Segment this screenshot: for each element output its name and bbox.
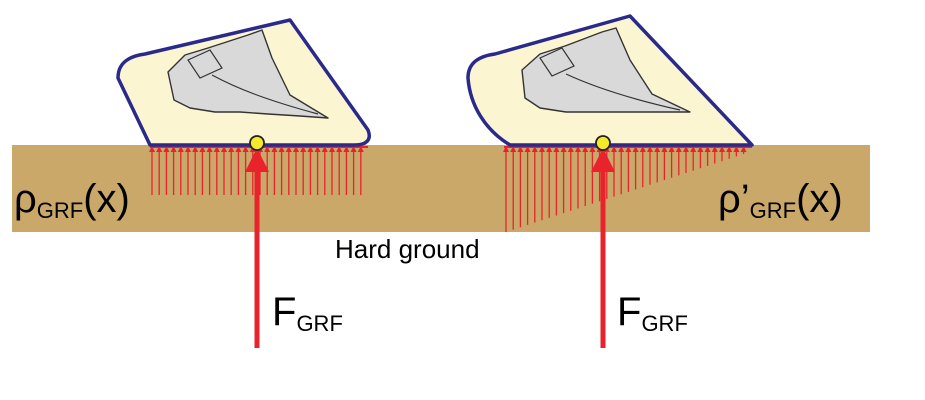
left-pressure-arrowhead xyxy=(156,146,163,152)
left-pressure-arrowhead xyxy=(293,146,299,152)
right-pressure-arrowhead xyxy=(510,146,517,152)
left-foot xyxy=(116,18,371,147)
ground-label: Hard ground xyxy=(335,234,480,264)
left-pressure-arrowhead xyxy=(213,146,220,152)
right-pressure-arrowhead xyxy=(668,146,675,152)
right-pressure-arrowhead xyxy=(625,146,632,152)
right-pressure-arrowhead xyxy=(697,146,704,152)
left-pressure-arrowhead xyxy=(271,146,278,152)
right-pressure-arrowhead xyxy=(740,146,747,152)
left-pressure-arrowhead xyxy=(278,146,285,152)
left-pressure-arrowhead xyxy=(221,146,227,152)
left-pressure-arrowhead xyxy=(177,146,184,152)
left-force-label: FGRF xyxy=(272,290,343,336)
left-pressure-arrowhead xyxy=(228,146,235,152)
left-pressure-arrowhead xyxy=(170,146,177,152)
left-pressure-arrowhead xyxy=(242,146,249,152)
right-pressure-arrowhead xyxy=(611,146,617,152)
left-pressure-arrowhead xyxy=(163,146,170,152)
right-pressure-arrowhead xyxy=(675,146,682,152)
right-pressure-arrowhead xyxy=(719,146,725,152)
right-contact-yellow-dot-icon xyxy=(595,135,611,151)
right-pressure-arrowhead xyxy=(661,146,668,152)
left-pressure-arrowhead xyxy=(264,146,271,152)
right-pressure-arrowhead xyxy=(567,146,574,152)
ground-band xyxy=(12,145,870,232)
left-pressure-arrowhead xyxy=(307,146,314,152)
right-pressure-arrowhead xyxy=(517,146,524,152)
right-bone-icon xyxy=(521,27,691,113)
right-pressure-arrowhead xyxy=(647,146,653,152)
left-pressure-distribution xyxy=(149,146,368,195)
left-pressure-arrowhead xyxy=(300,146,307,152)
left-pressure-arrowhead xyxy=(206,146,213,152)
right-pressure-distribution xyxy=(503,146,752,232)
right-pressure-arrowhead xyxy=(618,146,625,152)
left-density-label: ρGRF(x) xyxy=(14,177,130,223)
right-pressure-arrowhead xyxy=(575,146,581,152)
left-pressure-arrowhead xyxy=(285,146,292,152)
right-pressure-arrowhead xyxy=(503,146,509,152)
right-pressure-arrowhead xyxy=(539,146,545,152)
right-force-label: FGRF xyxy=(617,290,688,336)
right-pressure-arrowhead xyxy=(654,146,661,152)
left-pressure-arrowhead xyxy=(192,146,199,152)
right-pressure-arrowhead xyxy=(639,146,646,152)
right-pressure-arrowhead xyxy=(690,146,697,152)
left-pressure-arrowhead xyxy=(357,146,364,152)
right-pressure-arrowhead xyxy=(524,146,531,152)
right-pressure-arrowhead xyxy=(560,146,567,152)
right-force-arrow xyxy=(591,148,615,348)
right-pressure-arrowhead xyxy=(553,146,560,152)
left-pressure-arrowhead xyxy=(235,146,242,152)
right-pressure-arrowhead xyxy=(589,146,596,152)
right-foot xyxy=(466,14,754,147)
left-force-arrow xyxy=(245,148,269,348)
left-pressure-arrowhead xyxy=(329,146,335,152)
left-pressure-arrowhead xyxy=(149,146,155,152)
left-pressure-arrowhead xyxy=(185,146,191,152)
right-pressure-arrowhead xyxy=(531,146,538,152)
left-pressure-arrowhead xyxy=(321,146,328,152)
left-pressure-arrowhead xyxy=(314,146,321,152)
right-pressure-arrowhead xyxy=(582,146,589,152)
right-pressure-arrowhead xyxy=(711,146,718,152)
right-density-label: ρ’GRF(x) xyxy=(718,177,843,223)
left-pressure-arrowhead xyxy=(350,146,357,152)
right-pressure-arrowhead xyxy=(632,146,639,152)
right-pressure-arrowhead xyxy=(683,146,689,152)
left-pressure-arrowhead xyxy=(336,146,343,152)
right-pressure-arrowhead xyxy=(733,146,740,152)
left-contact-yellow-dot-icon xyxy=(249,135,265,151)
left-pressure-arrowhead xyxy=(343,146,350,152)
right-pressure-arrowhead xyxy=(726,146,733,152)
right-pressure-arrowhead xyxy=(546,146,553,152)
left-pressure-arrowhead xyxy=(199,146,206,152)
right-pressure-arrowhead xyxy=(704,146,711,152)
